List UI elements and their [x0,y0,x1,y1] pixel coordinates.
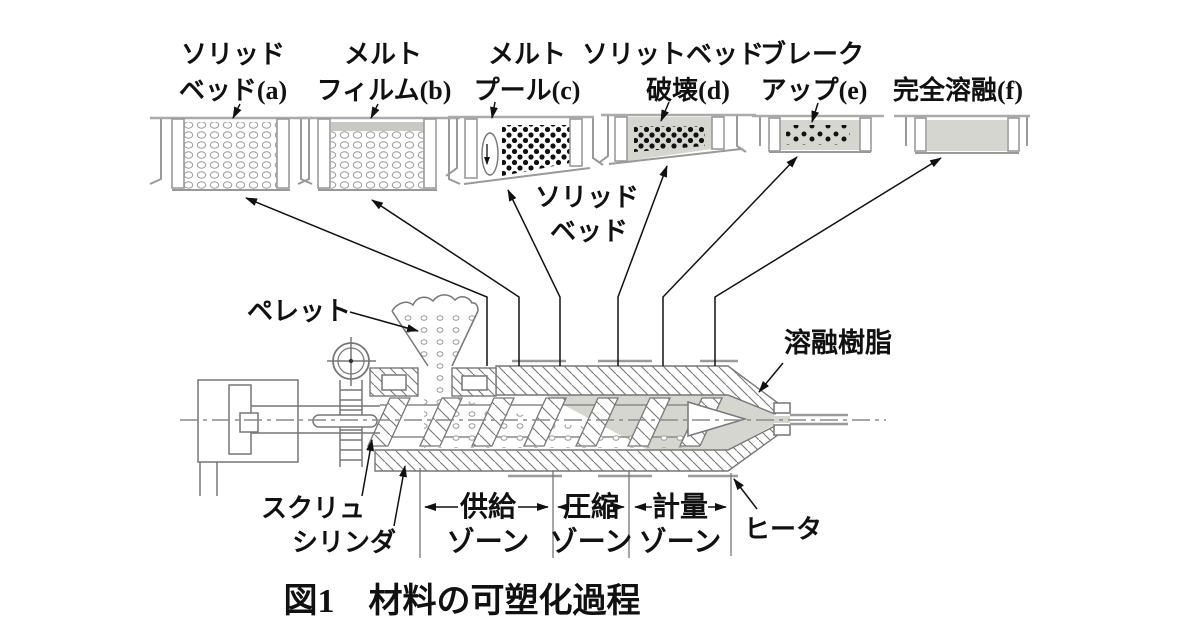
stage-c-label-line1: メルト [488,40,566,69]
nozzle-tip-bottom [773,424,791,436]
melt-film-layer [331,122,424,131]
molten-resin-arrow [758,362,784,393]
stage-a-label-line1: ソリッド [181,40,285,69]
compression-zone-label: 圧縮 [563,490,619,523]
stage-a-label-line2: ベッド(a) [179,76,287,105]
compression-zone-label-row2: ゾーン [550,526,633,558]
arrow-to-a [232,103,242,119]
arrow-to-d [660,101,670,122]
inset-complete-melting-f [894,114,1030,154]
screw-label: スクリュ [261,494,365,523]
annotation-labels: ソリッド ベッド ペレット 溶融樹脂 スクリュ シリンダ ヒータ [247,183,892,557]
pellet-arrow [349,311,419,332]
drive-motor-block [197,379,299,496]
broken-solid-bed-dots [634,126,705,152]
stage-e-label-line1: ブレーク [760,39,864,69]
inset-melt-pool-c [445,115,604,185]
zone-boundary-lines [419,468,732,558]
stage-d-label-line2: 破壊(d) [646,76,730,105]
arrow-to-b [370,103,380,119]
drive-gear-column [327,337,376,467]
stage-d-label-line1: ソリットベッド [582,40,764,69]
nozzle-tip-top [773,402,791,414]
metering-zone-label-row2: ゾーン [639,526,722,558]
solid-bed-label-line1: ソリッド [535,183,639,212]
screw-tip-cone [687,400,748,438]
feed-zone-label-row2: ゾーン [447,526,530,558]
extruder-drawing [180,294,886,558]
inset-leader-lines [245,156,942,366]
figure-caption: 図1 材料の可塑化過程 [284,582,641,620]
melt-fill [927,120,1007,151]
melt-pool-circulation [481,132,499,176]
stage-e-label-line2: アップ(e) [761,76,868,105]
keyway-slot [312,414,378,428]
inset-melt-film-b [297,116,461,191]
solid-bed-label-line2: ベッド [550,217,628,246]
pellets-in-throat [428,366,452,397]
feed-zone-label: 供給 [459,490,517,523]
stage-c-label-line2: プール(c) [474,76,581,105]
inset-solid-bed-breakdown-d [599,113,756,165]
feed-throat-blocks [369,367,497,397]
cylinder-arrow [393,465,407,527]
label-arrows [232,101,820,527]
arrow-to-c [490,101,498,119]
stage-f-label: 完全溶融(f) [893,75,1023,105]
metering-zone-label: 計量 [652,490,708,523]
zone-labels: 供給 ゾーン 圧縮 ゾーン 計量 ゾーン [447,490,722,558]
stage-b-label-line2: フィルム(b) [317,76,452,105]
screw-arrow [361,439,375,497]
stage-b-label-line1: メルト [344,40,422,69]
molten-resin-label: 溶融樹脂 [784,327,892,358]
arrow-to-e [811,102,820,123]
heater-arrow [733,478,758,510]
hopper [391,294,479,367]
dispersed-solid-dots [786,125,850,145]
solid-bed-dots [502,125,570,176]
cylinder-label: シリンダ [292,527,396,557]
pellet-label: ペレット [247,297,351,326]
heater-label: ヒータ [744,515,822,544]
screw-shank [251,405,380,434]
inset-solid-bed-a [149,116,313,191]
inset-break-up-e [752,114,884,153]
stage-labels: ソリッド ベッド(a) メルト フィルム(b) メルト プール(c) ソリットベ… [179,39,1023,105]
